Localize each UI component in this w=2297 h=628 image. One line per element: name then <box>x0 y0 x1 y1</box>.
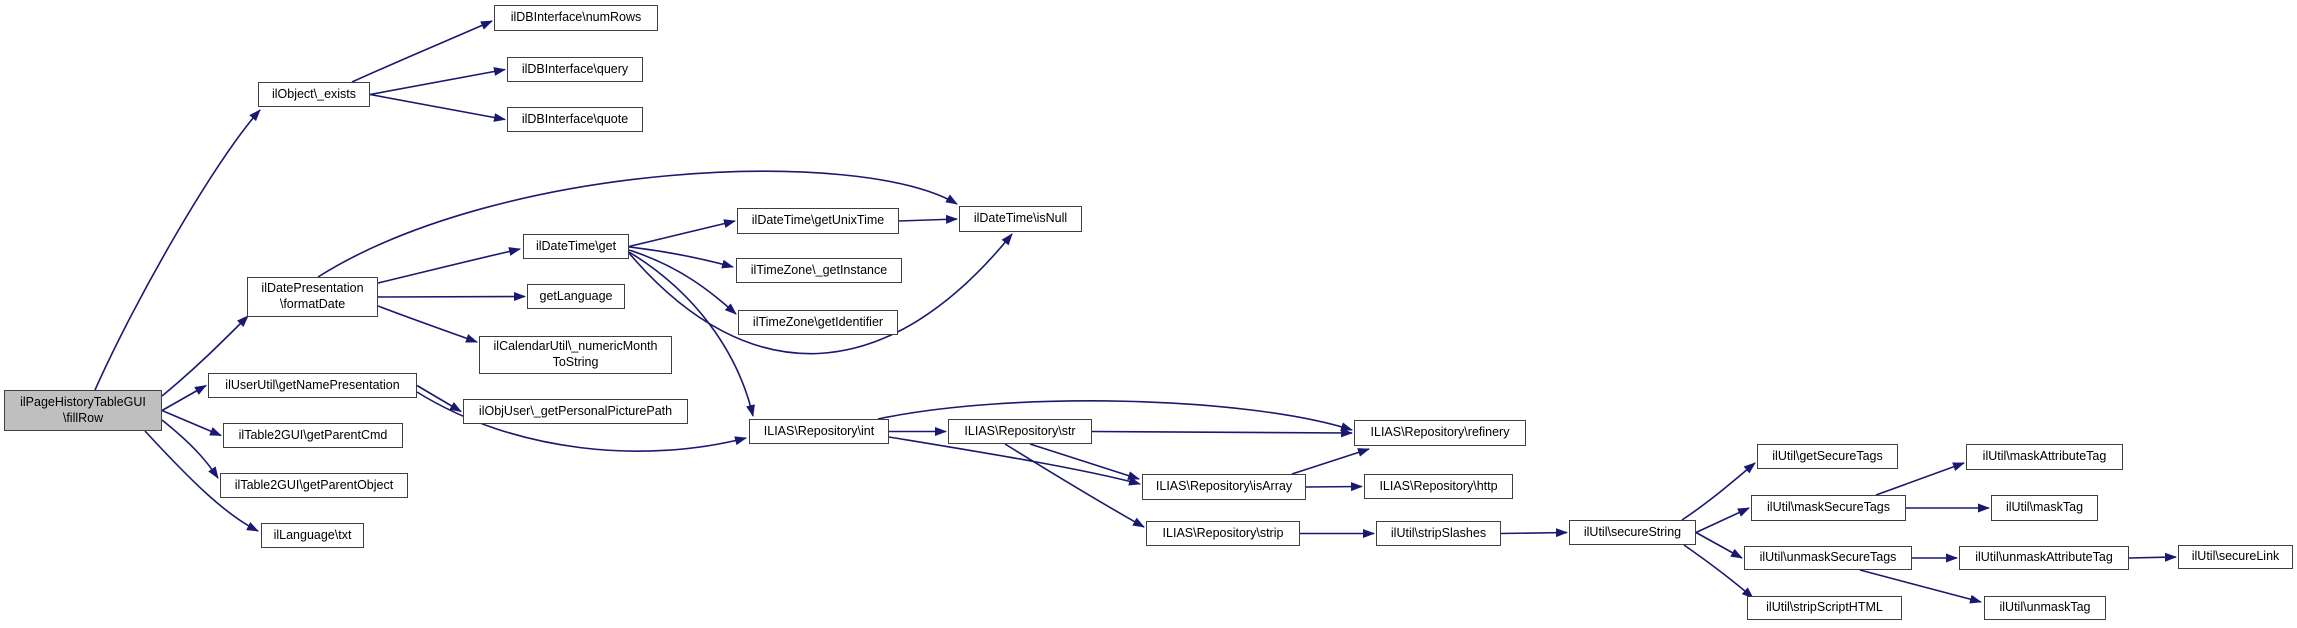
node-numrows[interactable]: ilDBInterface\numRows <box>494 5 658 31</box>
node-object_exists[interactable]: ilObject\_exists <box>258 82 370 107</box>
edge-isarray-to-refinery <box>1291 448 1370 475</box>
edge-isarray-to-http <box>1305 482 1363 492</box>
node-getparentobject[interactable]: ilTable2GUI\getParentObject <box>220 473 408 498</box>
edge-datetime_get-to-getinstance <box>628 246 734 269</box>
node-http[interactable]: ILIAS\Repository\http <box>1364 474 1513 499</box>
node-repo_int[interactable]: ILIAS\Repository\int <box>749 419 889 444</box>
node-lang_txt[interactable]: ilLanguage\txt <box>261 523 364 548</box>
node-picturepath[interactable]: ilObjUser\_getPersonalPicturePath <box>463 399 688 424</box>
edge-repo_str-to-refinery <box>1091 428 1353 438</box>
edge-repo_int-to-refinery <box>877 400 1353 431</box>
edge-unmaskattributetag-to-securelink <box>2128 552 2177 562</box>
node-isarray[interactable]: ILIAS\Repository\isArray <box>1142 474 1306 500</box>
edge-fillrow-to-getparentobject <box>161 419 219 479</box>
node-stripscripthtml[interactable]: ilUtil\stripScriptHTML <box>1747 596 1902 620</box>
node-securelink[interactable]: ilUtil\secureLink <box>2178 545 2293 569</box>
edge-datetime_get-to-getunixtime <box>628 219 736 248</box>
node-getinstance[interactable]: ilTimeZone\_getInstance <box>736 258 902 283</box>
node-masktag[interactable]: ilUtil\maskTag <box>1991 495 2098 521</box>
node-datetime_get[interactable]: ilDateTime\get <box>523 234 629 259</box>
edge-securestring-to-unmasksecuretags <box>1695 531 1743 559</box>
node-unmasksecuretags[interactable]: ilUtil\unmaskSecureTags <box>1744 546 1912 570</box>
edge-formatdate-to-numericmonth <box>377 305 478 343</box>
node-getidentifier[interactable]: ilTimeZone\getIdentifier <box>738 310 898 335</box>
edge-fillrow-to-getnamepresentation <box>161 384 207 412</box>
node-fillrow[interactable]: ilPageHistoryTableGUI \fillRow <box>4 390 162 431</box>
node-getsecuretags[interactable]: ilUtil\getSecureTags <box>1757 444 1898 469</box>
edge-masksecuretags-to-maskattributetag <box>1875 462 1965 496</box>
node-unmasktag[interactable]: ilUtil\unmaskTag <box>1984 596 2106 620</box>
edge-datetime_get-to-repo_int <box>628 251 755 417</box>
node-formatdate[interactable]: ilDatePresentation \formatDate <box>247 277 378 317</box>
edge-fillrow-to-getparentcmd <box>161 409 222 437</box>
node-masksecuretags[interactable]: ilUtil\maskSecureTags <box>1751 495 1906 521</box>
edge-datetime_get-to-getidentifier <box>628 249 737 315</box>
node-repo_str[interactable]: ILIAS\Repository\str <box>948 419 1092 444</box>
edge-fillrow-to-formatdate <box>161 315 249 397</box>
edge-object_exists-to-query <box>369 67 506 96</box>
edge-getunixtime-to-isnull <box>898 214 958 224</box>
node-query[interactable]: ilDBInterface\query <box>507 57 643 82</box>
edge-repo_int-to-isarray <box>888 436 1141 486</box>
node-unmaskattributetag[interactable]: ilUtil\unmaskAttributeTag <box>1959 546 2129 570</box>
node-getparentcmd[interactable]: ilTable2GUI\getParentCmd <box>223 423 403 448</box>
node-getnamepresentation[interactable]: ilUserUtil\getNamePresentation <box>208 373 417 398</box>
node-stripslashes[interactable]: ilUtil\stripSlashes <box>1376 521 1501 546</box>
edge-unmasksecuretags-to-unmasktag <box>1859 569 1982 604</box>
edge-securestring-to-masksecuretags <box>1695 507 1750 534</box>
node-maskattributetag[interactable]: ilUtil\maskAttributeTag <box>1966 444 2123 470</box>
edge-formatdate-to-getlanguage <box>377 292 526 302</box>
node-numericmonth[interactable]: ilCalendarUtil\_numericMonth ToString <box>479 336 672 374</box>
edge-getnamepresentation-to-repo_int <box>416 391 747 452</box>
node-getunixtime[interactable]: ilDateTime\getUnixTime <box>737 208 899 234</box>
edge-repo_str-to-strip <box>1004 443 1145 528</box>
edge-datetime_get-to-isnull <box>628 233 1013 355</box>
edge-formatdate-to-datetime_get <box>377 247 521 284</box>
edge-object_exists-to-numrows <box>351 20 493 83</box>
edge-object_exists-to-quote <box>369 93 506 122</box>
node-strip[interactable]: ILIAS\Repository\strip <box>1146 521 1300 546</box>
node-securestring[interactable]: ilUtil\secureString <box>1569 520 1696 545</box>
node-getlanguage[interactable]: getLanguage <box>527 284 625 309</box>
edge-fillrow-to-lang_txt <box>144 430 259 532</box>
node-quote[interactable]: ilDBInterface\quote <box>507 107 643 132</box>
node-refinery[interactable]: ILIAS\Repository\refinery <box>1354 420 1526 446</box>
edge-fillrow-to-object_exists <box>94 109 261 391</box>
edge-repo_str-to-isarray <box>1029 443 1140 480</box>
edge-securestring-to-getsecuretags <box>1681 462 1756 521</box>
node-isnull[interactable]: ilDateTime\isNull <box>959 206 1082 232</box>
edge-getnamepresentation-to-picturepath <box>416 384 462 413</box>
edge-formatdate-to-isnull <box>317 170 958 278</box>
edge-securestring-to-stripscripthtml <box>1683 544 1754 599</box>
edge-stripslashes-to-securestring <box>1500 528 1568 538</box>
